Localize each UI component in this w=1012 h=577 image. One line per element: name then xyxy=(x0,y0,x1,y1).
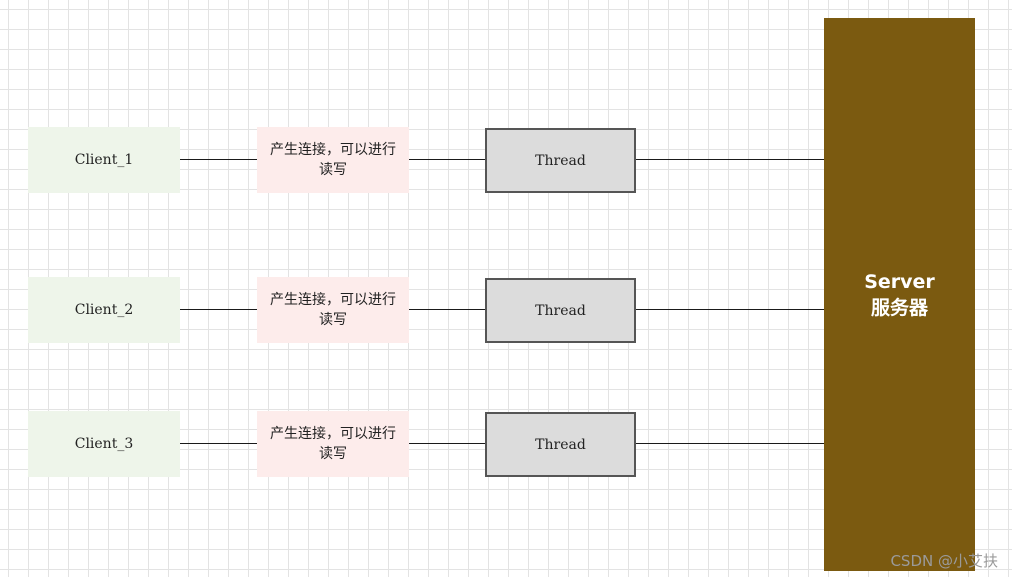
connector-line xyxy=(636,309,824,310)
connection-box: 产生连接，可以进行读写 xyxy=(257,277,409,343)
connector-line xyxy=(409,309,485,310)
connection-box: 产生连接，可以进行读写 xyxy=(257,127,409,193)
server-title: Server xyxy=(864,270,935,293)
connector-line xyxy=(409,159,485,160)
connector-line xyxy=(636,159,824,160)
client-box: Client_3 xyxy=(28,411,180,477)
server-box: Server 服务器 xyxy=(824,18,975,571)
connector-line xyxy=(636,443,824,444)
thread-box: Thread xyxy=(485,128,636,193)
client-box: Client_2 xyxy=(28,277,180,343)
client-box: Client_1 xyxy=(28,127,180,193)
connection-box: 产生连接，可以进行读写 xyxy=(257,411,409,477)
thread-box: Thread xyxy=(485,278,636,343)
watermark: CSDN @小艾扶 xyxy=(890,552,998,570)
connector-line xyxy=(180,443,257,444)
thread-box: Thread xyxy=(485,412,636,477)
connector-line xyxy=(409,443,485,444)
connector-line xyxy=(180,309,257,310)
server-subtitle: 服务器 xyxy=(870,296,928,319)
connector-line xyxy=(180,159,257,160)
